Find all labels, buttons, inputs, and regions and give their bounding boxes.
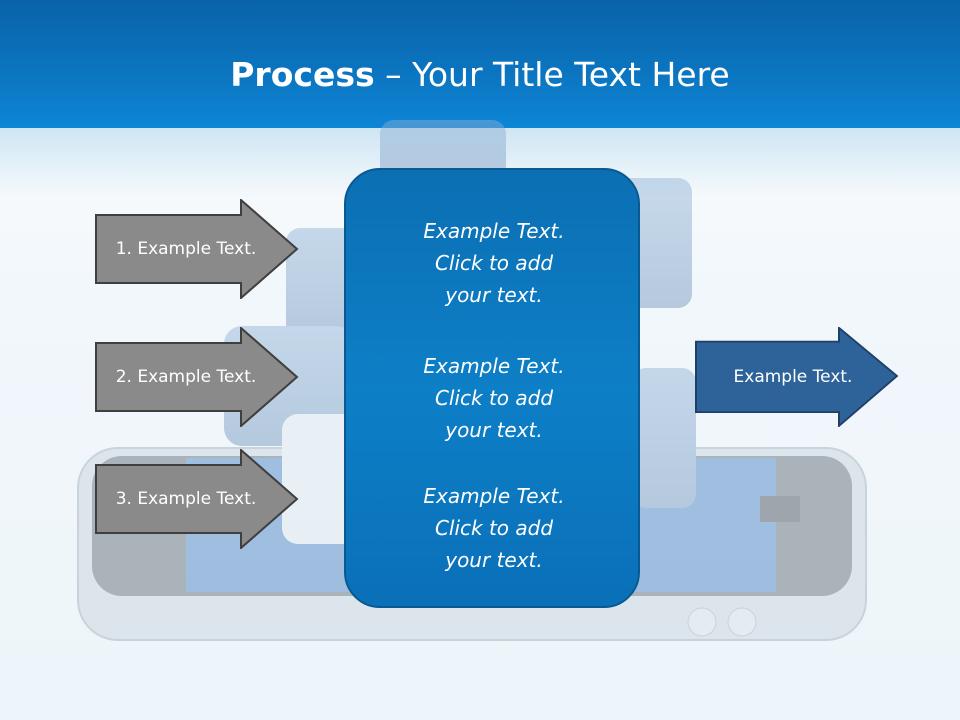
output-arrow-label: Example Text. [733,367,853,387]
input-arrow-2-shape [95,327,299,427]
center-block-3-line3: your text. [445,548,543,572]
output-arrow-shape [695,327,899,427]
app-icon-top [380,120,506,180]
center-block-2-line1: Example Text. [423,354,565,378]
title-bold: Process [230,55,375,94]
input-arrow-2[interactable]: 2. Example Text. [95,327,299,427]
center-process-box[interactable]: Example Text. Click to add your text. Ex… [344,168,640,608]
app-icon-camera [282,414,362,544]
center-block-1-line2: Click to add [434,251,554,275]
input-arrow-3-shape [95,449,299,549]
center-block-1-line3: your text. [445,283,543,307]
phone-button-1 [687,607,717,637]
input-arrow-2-label: 2. Example Text. [115,367,257,387]
center-block-2-line3: your text. [445,418,543,442]
center-text-block-1[interactable]: Example Text. Click to add your text. [346,215,642,311]
center-block-2-line2: Click to add [434,386,554,410]
phone-button-2 [727,607,757,637]
center-text-block-3[interactable]: Example Text. Click to add your text. [346,480,642,576]
center-text-block-2[interactable]: Example Text. Click to add your text. [346,350,642,446]
app-icon-right [632,368,696,508]
center-block-3-line1: Example Text. [423,484,565,508]
input-arrow-1[interactable]: 1. Example Text. [95,199,299,299]
center-block-3-line2: Click to add [434,516,554,540]
title-bar [0,0,960,128]
input-arrow-3-label: 3. Example Text. [115,489,257,509]
input-arrow-1-shape [95,199,299,299]
app-icon-left-top [286,228,356,338]
phone-speaker [760,496,800,522]
title-rest: – Your Title Text Here [374,55,730,94]
input-arrow-1-label: 1. Example Text. [115,239,257,259]
input-arrow-3[interactable]: 3. Example Text. [95,449,299,549]
center-block-1-line1: Example Text. [423,219,565,243]
slide-title: Process – Your Title Text Here [0,52,960,98]
output-arrow[interactable]: Example Text. [695,327,899,427]
